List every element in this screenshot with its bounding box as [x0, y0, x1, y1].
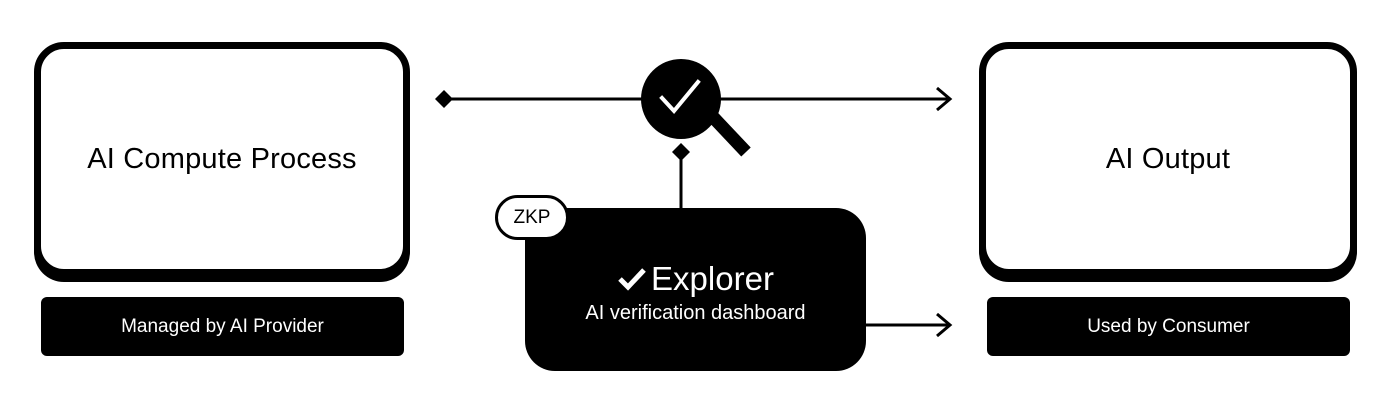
explorer-title-row: Explorer — [525, 260, 866, 298]
zkp-badge-label: ZKP — [513, 206, 551, 228]
magnifier-handle — [707, 111, 751, 157]
arrow-head — [936, 86, 953, 112]
arrow-head — [936, 312, 953, 338]
magnifier-check-icon — [641, 59, 751, 157]
end-diamond-marker — [672, 143, 690, 161]
zkp-badge: ZKP — [495, 195, 569, 240]
compute-process-title: AI Compute Process — [87, 142, 357, 175]
explorer-box: Explorer AI verification dashboard — [525, 208, 866, 371]
magnifier-lens — [641, 59, 721, 139]
compute-process-caption-label: Managed by AI Provider — [121, 315, 324, 337]
explorer-title: Explorer — [651, 260, 774, 297]
check-icon — [618, 268, 646, 291]
compute-process-caption: Managed by AI Provider — [41, 297, 404, 356]
explorer-subtitle: AI verification dashboard — [585, 302, 806, 324]
explorer-to-verifier-connector — [672, 143, 690, 208]
compute-process-box: AI Compute Process — [34, 42, 410, 276]
ai-output-caption: Used by Consumer — [987, 297, 1350, 356]
explorer-to-output-connector — [866, 312, 953, 338]
ai-output-box: AI Output — [979, 42, 1357, 276]
lens-check-mark — [659, 79, 701, 115]
ai-output-caption-label: Used by Consumer — [1087, 315, 1250, 337]
ai-output-title: AI Output — [1105, 142, 1231, 175]
